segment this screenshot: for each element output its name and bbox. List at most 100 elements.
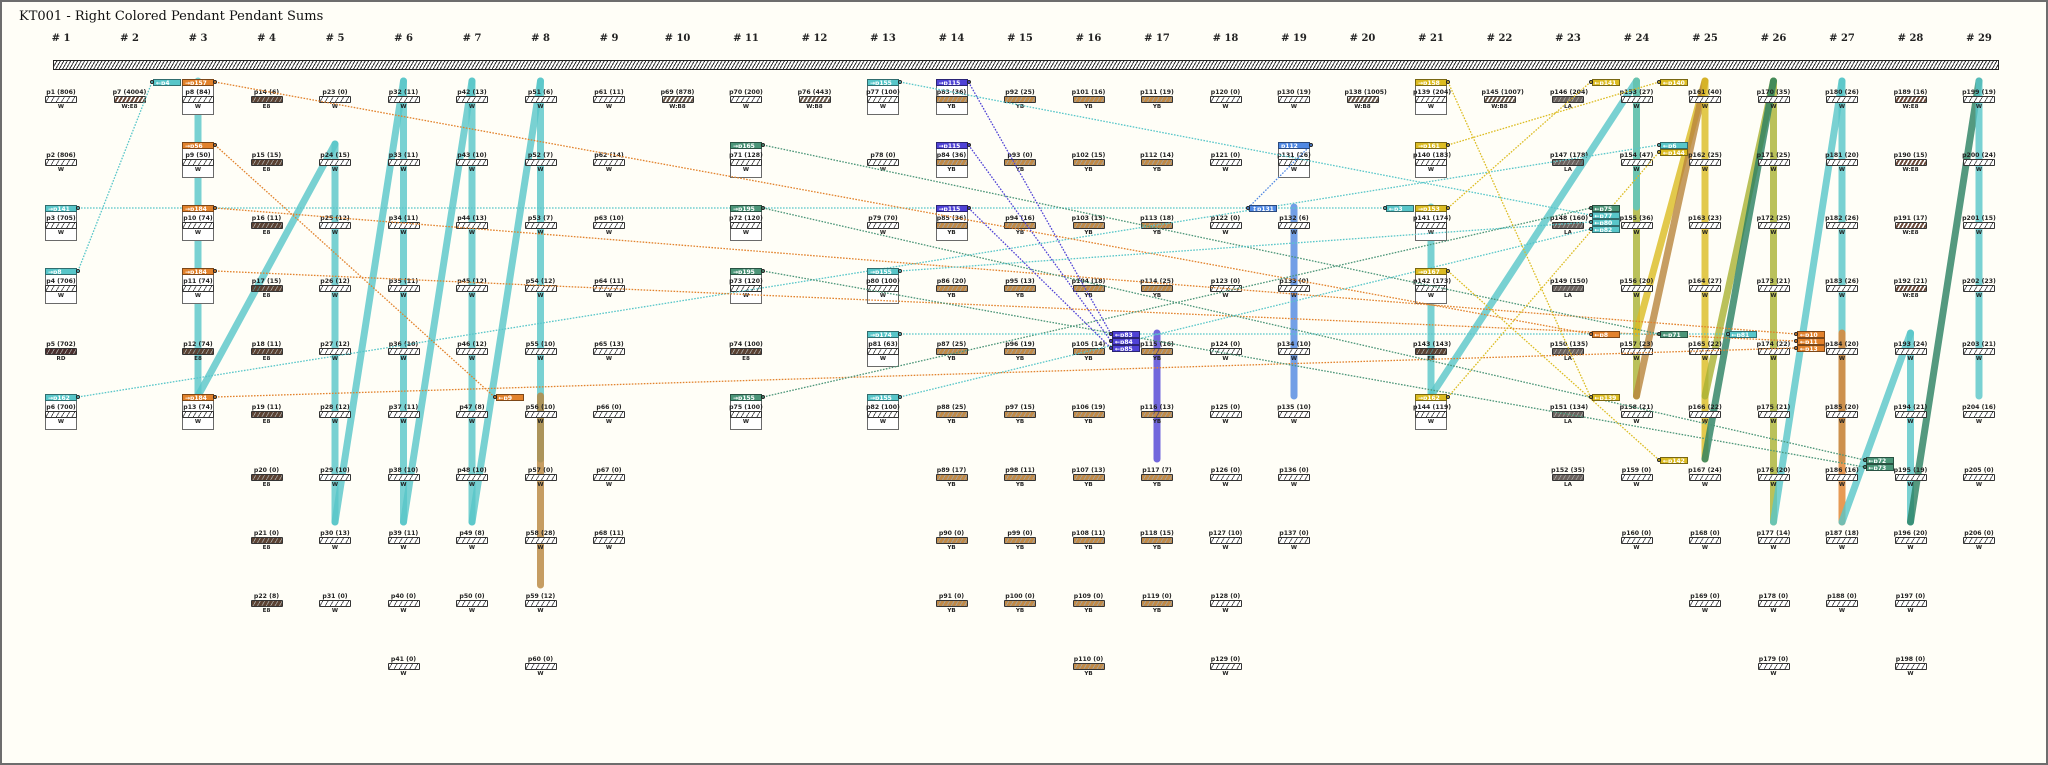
- outgoing-link-tag[interactable]: →p155: [867, 79, 899, 86]
- incoming-link-tag[interactable]: ←p6: [1660, 142, 1688, 149]
- incoming-link-tag[interactable]: ←p71: [1660, 331, 1688, 338]
- incoming-link-tag[interactable]: ↕p131: [1249, 205, 1277, 212]
- pendant[interactable]: p183 (26)W: [1824, 278, 1860, 301]
- pendant[interactable]: p119 (0)YB: [1139, 593, 1175, 616]
- incoming-link-tag[interactable]: ←p81: [1728, 331, 1757, 338]
- pendant[interactable]: p44 (13)W: [454, 215, 490, 238]
- pendant[interactable]: p203 (21)W: [1961, 341, 1997, 364]
- outgoing-link-tag[interactable]: →p155: [867, 394, 899, 401]
- pendant[interactable]: p19 (11)E8: [249, 404, 285, 427]
- outgoing-link-tag[interactable]: →p115: [935, 205, 968, 212]
- pendant[interactable]: p185 (20)W: [1824, 404, 1860, 427]
- pendant[interactable]: p16 (11)E8: [249, 215, 285, 238]
- pendant[interactable]: p198 (0)W: [1893, 656, 1929, 679]
- outgoing-link-tag[interactable]: →p195: [730, 268, 762, 275]
- incoming-link-tag[interactable]: ←p144: [1660, 149, 1688, 156]
- pendant[interactable]: p38 (10)W: [386, 467, 422, 490]
- pendant[interactable]: p138 (1005)W:B8: [1345, 89, 1387, 112]
- pendant[interactable]: p10 (74)W: [180, 215, 216, 238]
- pendant[interactable]: p86 (20)YB: [934, 278, 970, 301]
- pendant[interactable]: p59 (12)W: [523, 593, 559, 616]
- outgoing-link-tag[interactable]: →p141: [45, 205, 77, 212]
- pendant[interactable]: p18 (11)E8: [249, 341, 285, 364]
- pendant[interactable]: p187 (18)W: [1824, 530, 1860, 553]
- pendant[interactable]: p50 (0)W: [454, 593, 490, 616]
- pendant[interactable]: p102 (15)YB: [1071, 152, 1107, 175]
- pendant[interactable]: p20 (0)E8: [249, 467, 285, 490]
- incoming-link-tag[interactable]: ←p13: [1797, 345, 1825, 352]
- pendant[interactable]: p41 (0)W: [386, 656, 422, 679]
- pendant[interactable]: p206 (0)W: [1961, 530, 1997, 553]
- pendant[interactable]: p108 (11)YB: [1071, 530, 1107, 553]
- pendant[interactable]: p161 (40)W: [1687, 89, 1723, 112]
- pendant[interactable]: p137 (0)W: [1276, 530, 1312, 553]
- pendant[interactable]: p123 (0)W: [1208, 278, 1244, 301]
- pendant[interactable]: p7 (4004)W:E8: [112, 89, 148, 112]
- outgoing-link-tag[interactable]: →p162: [1415, 394, 1447, 401]
- pendant[interactable]: p129 (0)W: [1208, 656, 1244, 679]
- pendant[interactable]: p116 (13)YB: [1139, 404, 1175, 427]
- pendant[interactable]: p160 (0)W: [1619, 530, 1655, 553]
- pendant[interactable]: p37 (11)W: [386, 404, 422, 427]
- outgoing-link-tag[interactable]: →p157: [182, 79, 214, 86]
- outgoing-link-tag[interactable]: →p184: [182, 268, 214, 275]
- pendant[interactable]: p4 (706)W: [43, 278, 79, 301]
- pendant[interactable]: p54 (12)W: [523, 278, 559, 301]
- pendant[interactable]: p30 (13)W: [317, 530, 353, 553]
- pendant[interactable]: p181 (20)W: [1824, 152, 1860, 175]
- pendant[interactable]: p79 (70)W: [865, 215, 901, 238]
- incoming-link-tag[interactable]: ←p140: [1660, 79, 1688, 86]
- incoming-link-tag[interactable]: ←p82: [1591, 226, 1620, 233]
- pendant[interactable]: p141 (174)W: [1413, 215, 1451, 238]
- pendant[interactable]: p76 (443)W:B8: [797, 89, 833, 112]
- pendant[interactable]: p24 (15)W: [317, 152, 353, 175]
- pendant[interactable]: p21 (0)E8: [249, 530, 285, 553]
- incoming-link-tag[interactable]: ←p11: [1797, 338, 1825, 345]
- pendant[interactable]: p195 (19)W: [1893, 467, 1929, 490]
- incoming-link-tag[interactable]: ←p72: [1865, 457, 1894, 464]
- pendant[interactable]: p135 (10)W: [1276, 404, 1312, 427]
- pendant[interactable]: p95 (13)YB: [1002, 278, 1038, 301]
- pendant[interactable]: p55 (10)W: [523, 341, 559, 364]
- outgoing-link-tag[interactable]: →p153: [1415, 205, 1447, 212]
- outgoing-link-tag[interactable]: →p162: [45, 394, 77, 401]
- pendant[interactable]: p75 (100)W: [728, 404, 764, 427]
- pendant[interactable]: p164 (27)W: [1687, 278, 1723, 301]
- pendant[interactable]: p101 (16)YB: [1071, 89, 1107, 112]
- pendant[interactable]: p128 (0)W: [1208, 593, 1244, 616]
- pendant[interactable]: p111 (19)YB: [1139, 89, 1175, 112]
- pendant[interactable]: p145 (1007)W:B8: [1482, 89, 1524, 112]
- pendant[interactable]: p45 (12)W: [454, 278, 490, 301]
- incoming-link-tag[interactable]: ←p142: [1660, 457, 1688, 464]
- pendant[interactable]: p34 (11)W: [386, 215, 422, 238]
- pendant[interactable]: p118 (15)YB: [1139, 530, 1175, 553]
- pendant[interactable]: p81 (63)W: [865, 341, 901, 364]
- pendant[interactable]: p92 (25)YB: [1002, 89, 1038, 112]
- outgoing-link-tag[interactable]: →p115: [935, 79, 968, 86]
- pendant[interactable]: p11 (74)W: [180, 278, 216, 301]
- outgoing-link-tag[interactable]: →p184: [182, 394, 214, 401]
- pendant[interactable]: p66 (0)W: [591, 404, 627, 427]
- pendant[interactable]: p12 (74)E8: [180, 341, 216, 364]
- pendant[interactable]: p107 (13)YB: [1071, 467, 1107, 490]
- pendant[interactable]: p144 (119)W: [1413, 404, 1451, 427]
- pendant[interactable]: p62 (14)W: [591, 152, 627, 175]
- pendant[interactable]: p69 (878)W:B8: [660, 89, 696, 112]
- pendant[interactable]: p143 (143)E8: [1413, 341, 1451, 364]
- pendant[interactable]: p201 (15)W: [1961, 215, 1997, 238]
- pendant[interactable]: p184 (20)W: [1824, 341, 1860, 364]
- pendant[interactable]: p109 (0)YB: [1071, 593, 1107, 616]
- pendant[interactable]: p133 (0)W: [1276, 278, 1312, 301]
- outgoing-link-tag[interactable]: →p8: [45, 268, 77, 275]
- outgoing-link-tag[interactable]: →p184: [182, 205, 214, 212]
- pendant[interactable]: p205 (0)W: [1961, 467, 1997, 490]
- incoming-link-tag[interactable]: ←p73: [1865, 464, 1894, 471]
- incoming-link-tag[interactable]: ←p10: [1797, 331, 1825, 338]
- pendant[interactable]: p49 (8)W: [454, 530, 490, 553]
- pendant[interactable]: p84 (36)YB: [934, 152, 970, 175]
- incoming-link-tag[interactable]: ←p9: [495, 394, 524, 401]
- pendant[interactable]: p91 (0)YB: [934, 593, 970, 616]
- pendant[interactable]: p199 (19)W: [1961, 89, 1997, 112]
- outgoing-link-tag[interactable]: →p158: [1415, 79, 1447, 86]
- pendant[interactable]: p200 (24)W: [1961, 152, 1997, 175]
